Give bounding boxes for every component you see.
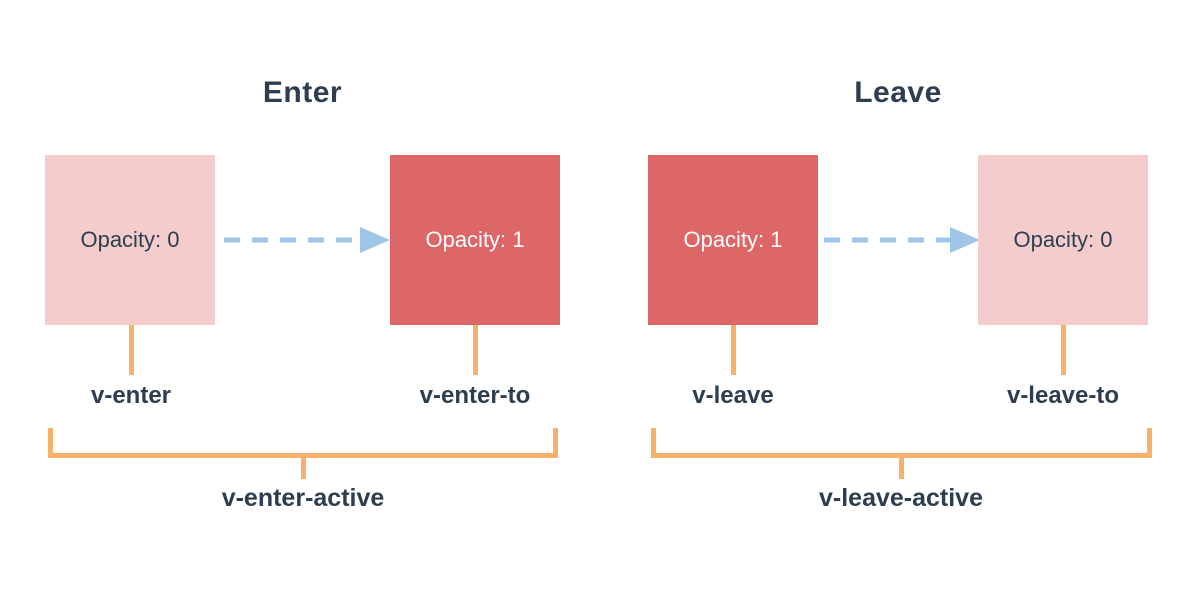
leave-start-box-label: Opacity: 1 [683, 227, 783, 252]
enter-transition-arrow-icon [224, 227, 390, 253]
leave-active-class-label: v-leave-active [818, 484, 983, 512]
leave-end-box-label: Opacity: 0 [1013, 227, 1113, 252]
leave-start-box: Opacity: 1 [648, 155, 818, 325]
arrow-head-icon [950, 227, 980, 253]
enter-start-box-label: Opacity: 0 [80, 227, 180, 252]
bracket-right-tick [1147, 428, 1152, 458]
bracket-center-stem [301, 458, 306, 479]
leave-panel-title: Leave [854, 76, 942, 109]
enter-end-connector-line [473, 325, 478, 375]
enter-start-box: Opacity: 0 [45, 155, 215, 325]
bracket-horizontal-line [48, 453, 558, 458]
bracket-horizontal-line [651, 453, 1152, 458]
leave-end-box: Opacity: 0 [978, 155, 1148, 325]
enter-start-class-label: v-enter [90, 382, 172, 409]
leave-end-class-label: v-leave-to [1006, 382, 1120, 409]
enter-end-class-label: v-enter-to [419, 382, 531, 409]
bracket-left-tick [48, 428, 53, 458]
arrow-head-icon [360, 227, 390, 253]
leave-transition-arrow-icon [824, 227, 980, 253]
bracket-left-tick [651, 428, 656, 458]
enter-panel-title: Enter [262, 76, 343, 109]
enter-end-box: Opacity: 1 [390, 155, 560, 325]
bracket-center-stem [899, 458, 904, 479]
leave-start-connector-line [731, 325, 736, 375]
leave-start-class-label: v-leave [692, 382, 774, 409]
enter-end-box-label: Opacity: 1 [425, 227, 525, 252]
bracket-right-tick [553, 428, 558, 458]
leave-end-connector-line [1061, 325, 1066, 375]
enter-start-connector-line [129, 325, 134, 375]
enter-active-class-label: v-enter-active [221, 484, 385, 512]
